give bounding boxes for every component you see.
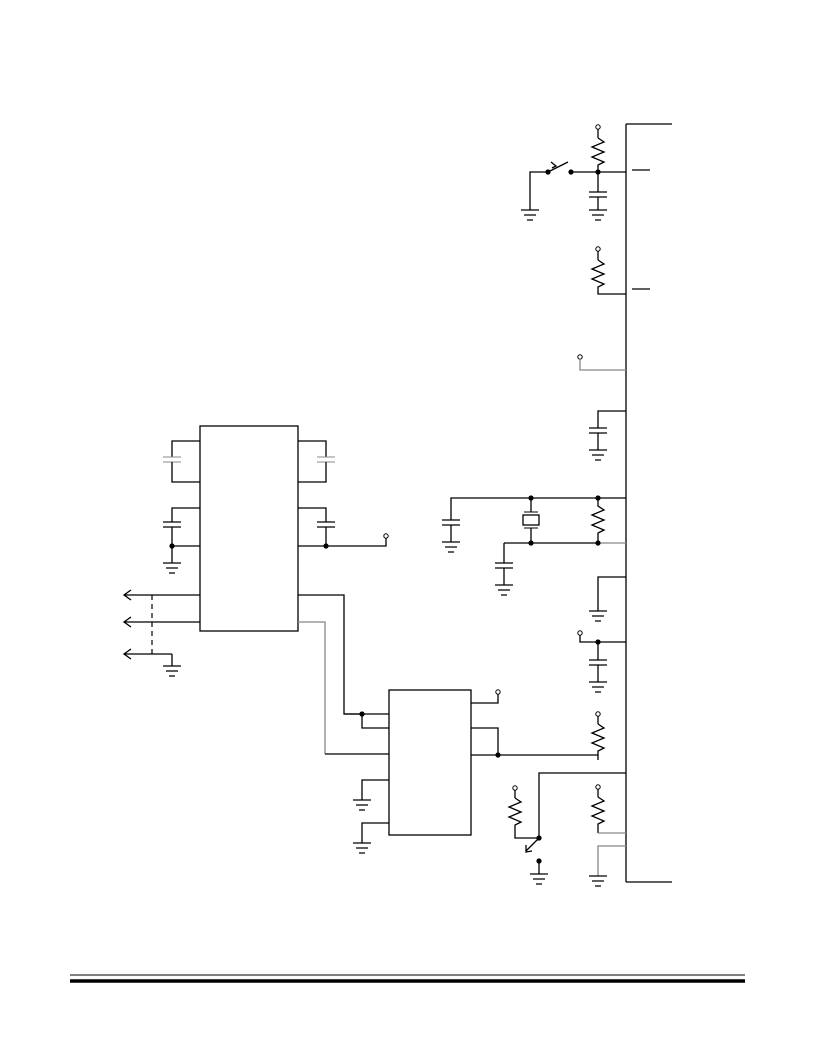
reset-switch-bottom [507, 772, 626, 885]
pullup-resistor-3 [498, 711, 606, 760]
supply-with-cap [577, 630, 626, 693]
bus-decoupling-cap [589, 410, 626, 461]
serial-port-connector [122, 589, 200, 677]
bus-ground [589, 576, 626, 622]
connector-bus [625, 123, 672, 883]
level-shifter-ic [163, 425, 389, 632]
ic-interconnect [298, 594, 389, 755]
reset-switch-top [521, 124, 626, 221]
bus-ground-bottom [589, 845, 626, 887]
crystal-oscillator [442, 495, 626, 596]
supply-tap [577, 354, 626, 371]
pullup-resistor-2 [590, 246, 626, 295]
footer-rule [70, 974, 745, 983]
transceiver-ic [344, 689, 501, 854]
pullup-resistor-4 [590, 784, 626, 834]
